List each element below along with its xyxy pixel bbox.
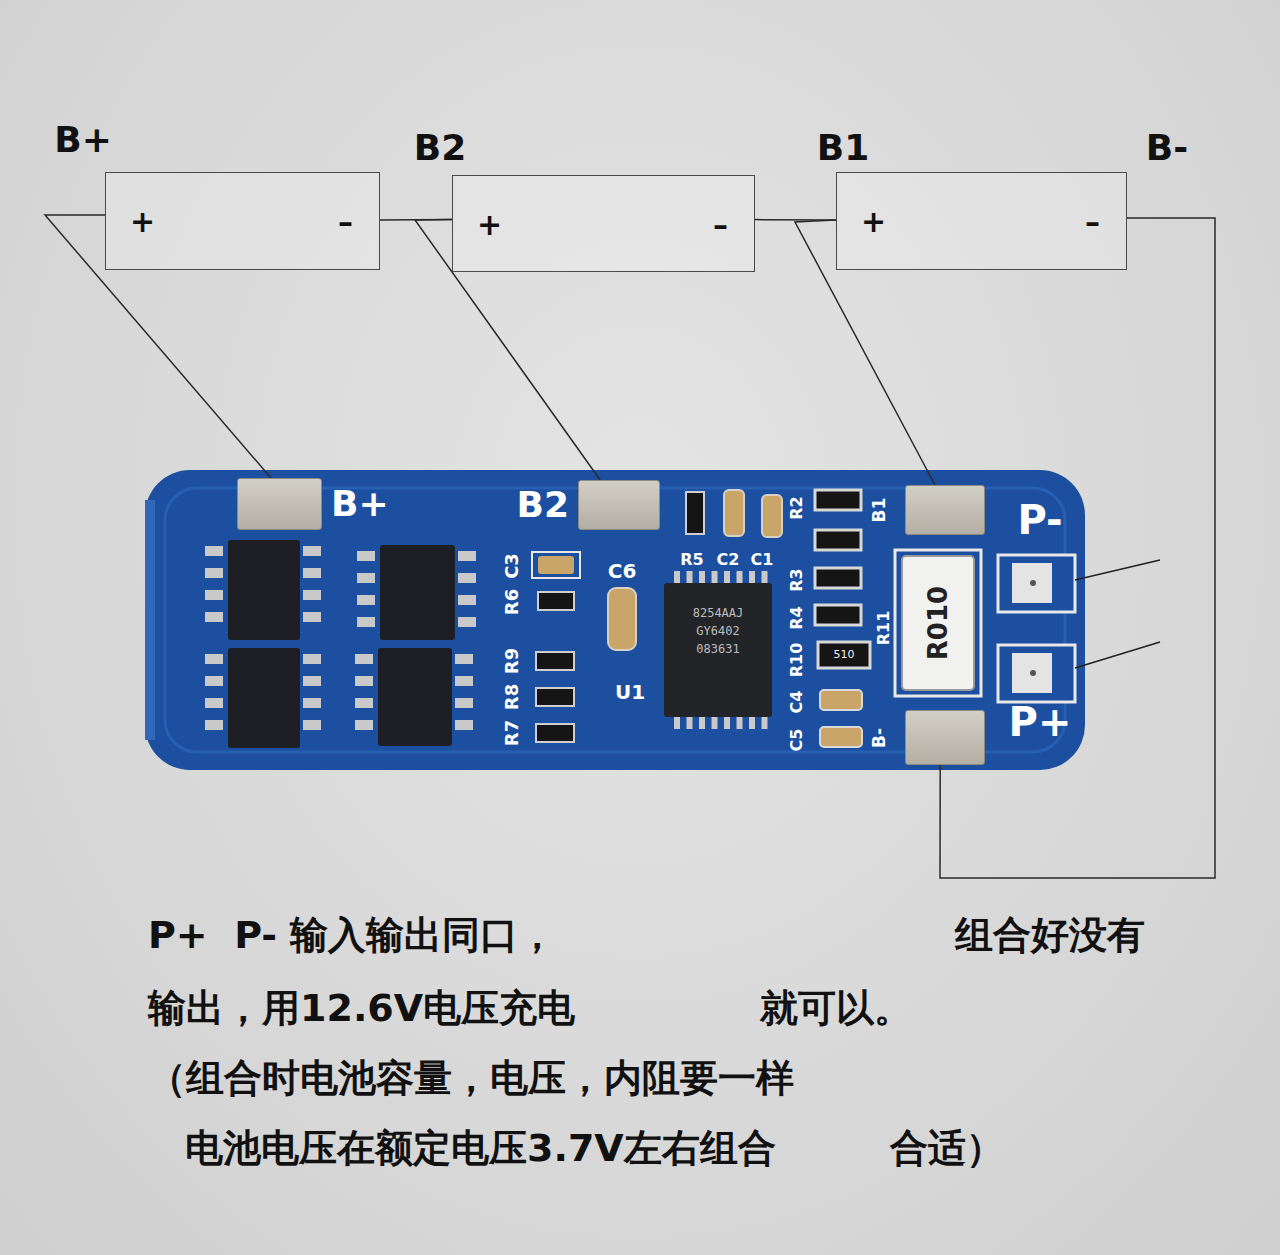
pad-hole bbox=[1030, 670, 1036, 676]
resistor bbox=[686, 492, 704, 534]
mosfet-chip bbox=[380, 545, 455, 640]
solder-pad: B2 bbox=[578, 480, 660, 530]
output-wire bbox=[1075, 642, 1160, 668]
output-pad bbox=[998, 645, 1075, 702]
mosfet-pins bbox=[303, 654, 321, 740]
pad-label: B2 bbox=[517, 485, 570, 525]
capacitor bbox=[820, 727, 862, 747]
silk-label: C2 bbox=[717, 551, 740, 569]
silk-label: R8 bbox=[502, 684, 522, 710]
capacitor bbox=[762, 495, 782, 537]
mosfet-chip bbox=[228, 540, 300, 640]
silk-label: R9 bbox=[502, 648, 522, 674]
terminal-sign: + bbox=[477, 207, 502, 240]
silk-outline bbox=[895, 550, 981, 696]
battery-cell: +– bbox=[105, 172, 380, 270]
note-text: 组合好没有 bbox=[955, 915, 1145, 957]
resistor bbox=[815, 490, 861, 510]
silk-label: P+ bbox=[1009, 700, 1072, 744]
mosfet-chip bbox=[228, 648, 300, 748]
terminal-label: B2 bbox=[414, 128, 467, 168]
resistor bbox=[815, 605, 861, 625]
note-text: （组合时电池容量，电压，内阻要一样 bbox=[148, 1058, 794, 1100]
terminal-sign: – bbox=[713, 207, 728, 240]
resistor bbox=[815, 568, 861, 588]
ic-chip bbox=[664, 583, 772, 717]
output-pad bbox=[998, 555, 1075, 612]
resistor-marking: 510 bbox=[834, 649, 855, 661]
note-text: 就可以。 bbox=[760, 988, 912, 1030]
silk-label: R3 bbox=[788, 568, 806, 591]
wire bbox=[940, 218, 1215, 878]
solder-pad: B1 bbox=[905, 485, 985, 535]
silk-label: C5 bbox=[788, 729, 806, 752]
ic-pins bbox=[674, 715, 768, 729]
pad-label: B- bbox=[870, 727, 889, 747]
silk-label: R4 bbox=[788, 606, 806, 629]
resistor bbox=[536, 688, 574, 706]
terminal-sign: + bbox=[130, 205, 155, 238]
silk-label: P- bbox=[1017, 498, 1062, 542]
resistor bbox=[536, 724, 574, 742]
mosfet-pins bbox=[458, 551, 476, 637]
resistor bbox=[818, 642, 870, 668]
note-text: 输出，用12.6V电压充电 bbox=[148, 988, 575, 1030]
chip-marking: GY6402 bbox=[696, 625, 739, 638]
pad-label: B+ bbox=[331, 484, 389, 524]
chip-marking: 8254AAJ bbox=[693, 607, 744, 620]
mosfet-pins bbox=[455, 654, 473, 740]
silk-label: R11 bbox=[875, 611, 893, 646]
silk-label: C3 bbox=[502, 553, 522, 579]
silk-label: U1 bbox=[615, 681, 645, 703]
mosfet-chip bbox=[378, 648, 452, 746]
capacitor bbox=[538, 556, 574, 574]
board-edge bbox=[145, 500, 155, 740]
capacitor bbox=[820, 690, 862, 710]
ic-pins bbox=[674, 571, 768, 585]
silk-label: R7 bbox=[502, 720, 522, 746]
terminal-label: B1 bbox=[817, 128, 870, 168]
silk-label: C1 bbox=[751, 551, 774, 569]
solder-pad: B+ bbox=[237, 478, 322, 530]
silk-label: R5 bbox=[680, 551, 703, 569]
pcb-board bbox=[145, 470, 1085, 770]
output-pad-copper bbox=[1012, 563, 1052, 603]
resistor bbox=[815, 530, 861, 550]
battery-cell: +– bbox=[452, 175, 755, 272]
resistor-marking: R010 bbox=[924, 586, 953, 660]
capacitor bbox=[724, 490, 744, 536]
silk-label: R2 bbox=[788, 496, 806, 519]
silk-label: R6 bbox=[502, 589, 522, 615]
terminal-sign: – bbox=[1085, 205, 1100, 238]
silk-outline bbox=[532, 552, 580, 578]
silk-label: C4 bbox=[788, 691, 806, 714]
terminal-sign: + bbox=[861, 205, 886, 238]
capacitor bbox=[608, 588, 636, 650]
resistor bbox=[538, 592, 574, 610]
silk-label: R10 bbox=[788, 643, 806, 678]
resistor bbox=[536, 652, 574, 670]
terminal-sign: – bbox=[338, 205, 353, 238]
shunt-resistor bbox=[902, 556, 974, 690]
mosfet-pins bbox=[303, 546, 321, 632]
pad-label: B1 bbox=[870, 498, 889, 523]
note-text: 合适） bbox=[890, 1128, 1004, 1170]
mosfet-pins bbox=[355, 654, 373, 740]
solder-pad: B- bbox=[905, 710, 985, 765]
terminal-label: B+ bbox=[54, 120, 112, 160]
terminal-label: B- bbox=[1146, 128, 1188, 168]
pad-hole bbox=[1030, 580, 1036, 586]
output-wire bbox=[1075, 560, 1160, 580]
note-text: P+ P- 输入输出同口， bbox=[148, 915, 556, 957]
note-text: 电池电压在额定电压3.7V左右组合 bbox=[185, 1128, 776, 1170]
output-pad-copper bbox=[1012, 653, 1052, 693]
battery-cell: +– bbox=[836, 172, 1127, 270]
mosfet-pins bbox=[205, 654, 223, 740]
silk-label: C6 bbox=[608, 560, 637, 582]
mosfet-pins bbox=[357, 551, 375, 637]
mosfet-pins bbox=[205, 546, 223, 632]
chip-marking: 083631 bbox=[696, 643, 739, 656]
